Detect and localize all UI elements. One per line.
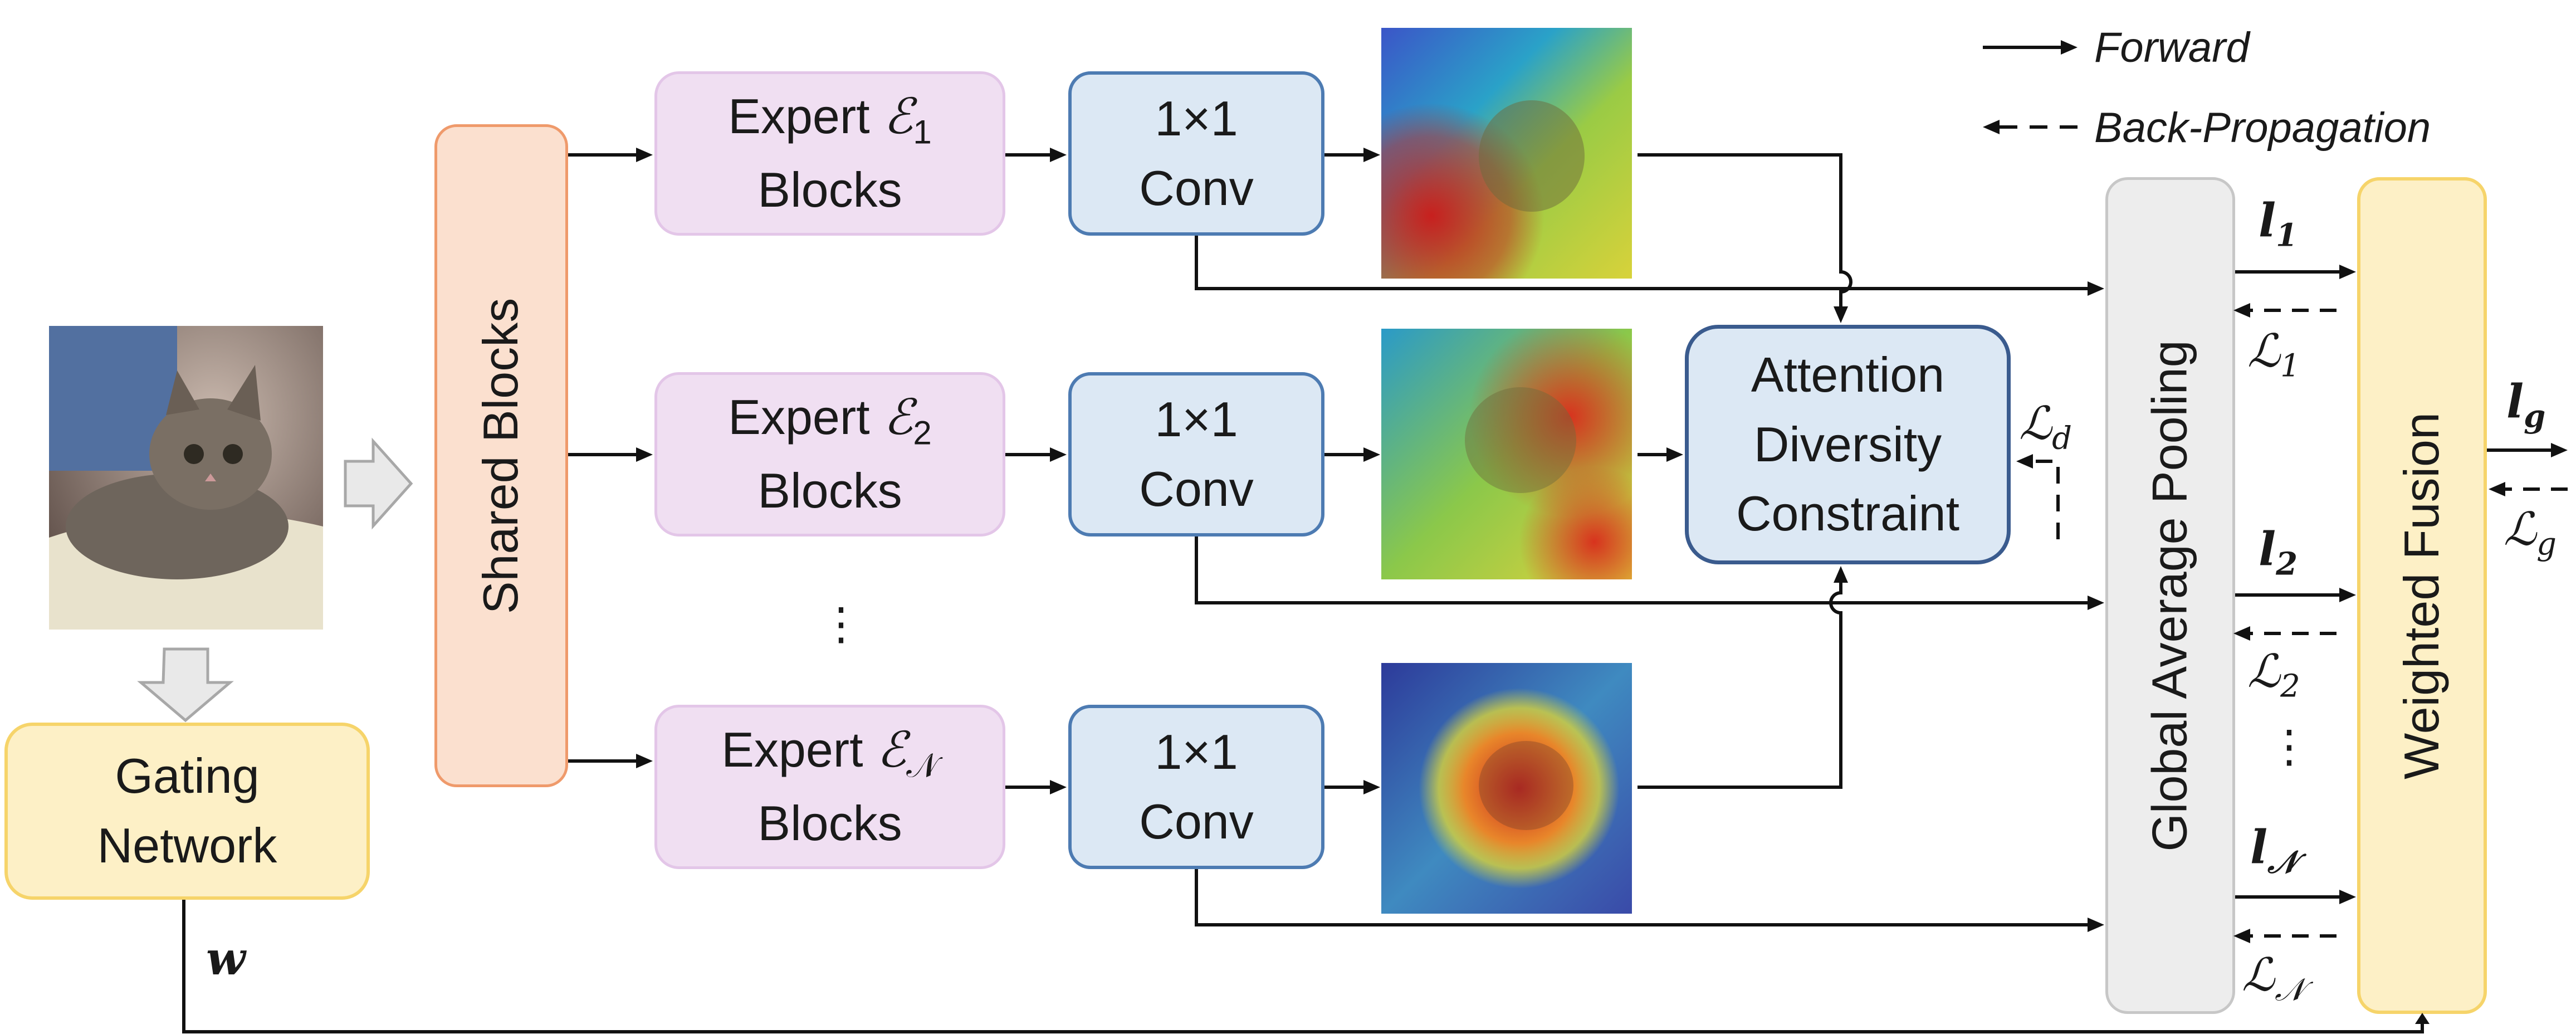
logit-1-label: l1 [2259, 198, 2298, 251]
conv-1-label-top: 1×1 [1155, 90, 1238, 146]
expert-n-box: Expert ℰ𝒩 Blocks [654, 705, 1005, 869]
expert-ellipsis: ⋮ [819, 599, 863, 648]
logit-1-symbol: l [2259, 194, 2276, 247]
expert-n-blocks-label: Blocks [757, 796, 902, 851]
legend-forward-label: Forward [2094, 24, 2250, 71]
gating-network-box: Gating Network [4, 723, 370, 900]
expert-2-box: Expert ℰ2 Blocks [654, 372, 1005, 536]
adc-label-1: Attention [1751, 347, 1945, 402]
logit-2-subscript: 2 [2276, 545, 2298, 583]
gating-network-label-2: Network [97, 818, 277, 873]
conv-2-label-top: 1×1 [1155, 391, 1238, 447]
output-logit-subscript: g [2524, 398, 2546, 435]
conv-n-label-top: 1×1 [1155, 724, 1238, 779]
shared-blocks-box: Shared Blocks [434, 124, 568, 787]
arrow-gating-to-fusion [182, 900, 2424, 1033]
attention-map-2 [1381, 329, 1632, 579]
logit-1-subscript: 1 [2276, 217, 2298, 254]
loss-2-subscript: 2 [2280, 668, 2300, 705]
conv-1-label-bottom: Conv [1139, 160, 1254, 216]
arrow-conv-1-to-gap [1195, 236, 2088, 290]
expert-n-label: Expert [721, 721, 877, 777]
expert-1-label: Expert [728, 88, 884, 144]
adc-label-2: Diversity [1753, 416, 1942, 472]
shared-input-arrow [344, 437, 413, 530]
logit-n-symbol: l [2250, 821, 2268, 874]
diversity-loss-subscript: d [2052, 420, 2072, 457]
logit-n-subscript: 𝒩 [2267, 843, 2298, 881]
expert-2-blocks-label: Blocks [757, 463, 902, 519]
loss-2-label: ℒ2 [2247, 649, 2300, 702]
output-loss-symbol: ℒ [2504, 503, 2537, 556]
logit-2-symbol: l [2259, 523, 2276, 576]
arrow-map-n-to-adc [1638, 583, 1842, 789]
adc-label-3: Constraint [1736, 486, 1960, 542]
gating-network-label-1: Gating [115, 748, 260, 804]
conv-n-box: 1×1 Conv [1068, 705, 1324, 869]
expert-1-subscript: 1 [913, 113, 932, 151]
loss-1-label: ℒ1 [2247, 329, 2300, 382]
expert-1-symbol: ℰ [883, 87, 913, 145]
conv-2-label-bottom: Conv [1139, 461, 1254, 516]
attention-diversity-constraint-box: Attention Diversity Constraint [1685, 325, 2011, 564]
logit-2-label: l2 [2259, 526, 2298, 579]
arrow-map-1-to-adc [1638, 153, 1852, 306]
attention-map-1 [1381, 28, 1632, 279]
output-loss-subscript: g [2536, 526, 2557, 563]
legend-backprop-label: Back-Propagation [2094, 104, 2431, 152]
conv-2-box: 1×1 Conv [1068, 372, 1324, 536]
diversity-loss-script: ℒ [2019, 397, 2052, 450]
loss-n-label: ℒ𝒩 [2242, 953, 2305, 1006]
output-logit-label: lg [2506, 379, 2545, 432]
gating-weight-symbol: w [206, 932, 246, 986]
output-logit-symbol: l [2506, 375, 2524, 428]
weighted-fusion-box: Weighted Fusion [2357, 177, 2487, 1014]
expert-2-subscript: 2 [913, 414, 932, 452]
expert-1-blocks-label: Blocks [757, 162, 902, 218]
logit-ellipsis: ⋮ [2267, 721, 2311, 771]
loss-2-symbol: ℒ [2247, 645, 2281, 698]
diversity-loss-symbol: ℒd [2019, 401, 2072, 454]
expert-n-symbol: ℰ [877, 720, 907, 778]
loss-1-subscript: 1 [2280, 348, 2300, 384]
arrow-conv-n-to-gap [1195, 869, 2088, 926]
loss-1-symbol: ℒ [2247, 325, 2281, 378]
attention-map-n [1381, 663, 1632, 914]
expert-2-symbol: ℰ [883, 388, 913, 446]
conv-n-label-bottom: Conv [1139, 793, 1254, 849]
input-cat-image [49, 326, 323, 630]
conv-1-box: 1×1 Conv [1068, 71, 1324, 236]
loss-n-symbol: ℒ [2242, 949, 2275, 1002]
expert-2-label: Expert [728, 389, 884, 445]
backprop-diversity-loss [2033, 460, 2060, 539]
global-average-pooling-box: Global Average Pooling [2105, 177, 2235, 1014]
loss-n-subscript: 𝒩 [2275, 972, 2305, 1008]
expert-n-subscript: 𝒩 [906, 747, 938, 784]
expert-1-box: Expert ℰ1 Blocks [654, 71, 1005, 236]
output-loss-label: ℒg [2504, 507, 2557, 560]
logit-n-label: l𝒩 [2250, 825, 2298, 877]
arrow-conv-2-to-gap [1195, 536, 2088, 604]
